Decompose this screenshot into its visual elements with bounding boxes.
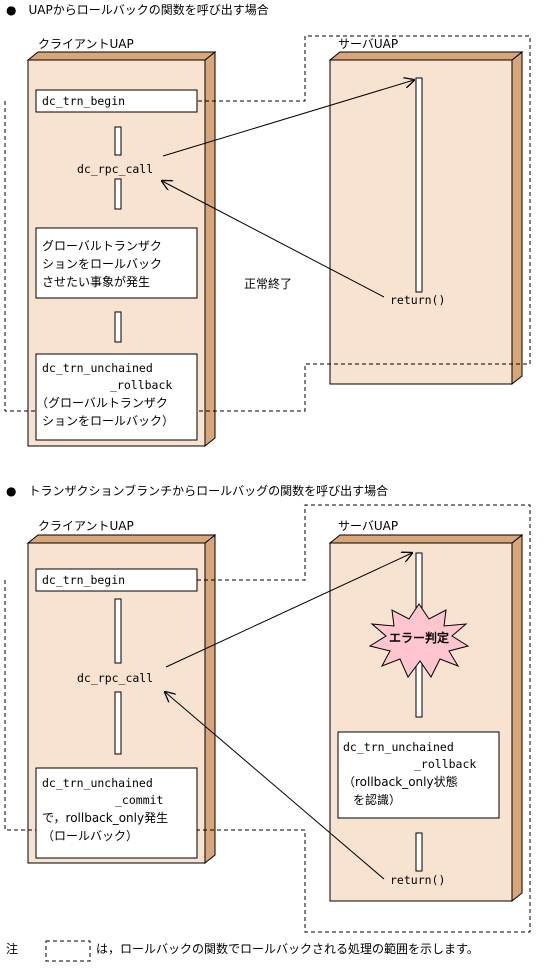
section1-normal-end: 正常終了: [244, 276, 292, 291]
section2-heading: ● トランザクションブランチからロールバッグの関数を呼び出す場合: [6, 483, 388, 498]
client-column-top: [26, 534, 217, 544]
note-scope-sample: [45, 940, 91, 962]
section1-call-arrow: [162, 80, 414, 157]
note-label: 注: [6, 941, 18, 956]
section2-server-rollback-box: [337, 731, 500, 819]
section1-client-label: クライアントUAP: [38, 37, 134, 51]
section1-event-box: [35, 227, 198, 299]
section1-rpc-call: dc_rpc_call: [77, 162, 153, 176]
section1-rollback-box: [35, 353, 198, 441]
section2-error-label: エラー判定: [389, 630, 449, 645]
server-column-top: [328, 51, 524, 61]
section1-return: return(): [390, 293, 445, 307]
section1-server-label: サーバUAP: [338, 37, 398, 51]
section1-rollback-line-4: ションをロールバック）: [42, 414, 174, 428]
section2-commit-line-3: で，rollback_only発生: [42, 811, 168, 825]
section1-server-bar: [415, 77, 423, 293]
section1-server-column: サーバUAP: [328, 37, 524, 386]
section1-rollback-line-2: _rollback: [110, 378, 172, 392]
section2-server-rollback-line-3: （rollback_only状態: [343, 774, 458, 789]
section2-server-bar-2: [415, 832, 423, 872]
section2-begin-label: dc_trn_begin: [42, 573, 125, 587]
client-column-top: [26, 51, 217, 61]
section2-rpc-call: dc_rpc_call: [77, 671, 153, 685]
section1-return-arrow: [162, 181, 385, 298]
section1-rollback-line-1: dc_trn_unchained: [42, 361, 153, 375]
section1-event-line-3: させたい事象が発生: [42, 274, 150, 289]
section1-event-line-2: ションをロールバック: [42, 257, 162, 271]
section1-rollback-line-3: （グローバルトランザク: [36, 396, 168, 410]
section1-event-line-1: グローバルトランザク: [42, 239, 162, 253]
section1-client-bar-3: [114, 311, 122, 343]
section2-commit-box: [35, 767, 198, 859]
section2-commit-line-2: _commit: [115, 793, 163, 807]
section2-server-rollback-line-1: dc_trn_unchained: [343, 740, 454, 754]
section2-server-rollback-line-2: _rollback: [414, 757, 476, 771]
error-burst-icon: [368, 603, 470, 678]
section2-client-bar-2: [114, 691, 122, 755]
section2-client-bar-1: [114, 598, 122, 664]
section2-commit-line-4: （ロールバック）: [42, 829, 138, 843]
section1-client-bar-2: [114, 178, 122, 210]
section2-call-arrow: [165, 553, 412, 668]
section1-begin-label: dc_trn_begin: [42, 94, 125, 108]
section1-heading: ● UAPからロールバックの関数を呼び出す場合: [6, 2, 269, 17]
section2-client-label: クライアントUAP: [38, 519, 134, 533]
client-column-side: [204, 50, 216, 448]
section1-begin-box: [35, 89, 198, 113]
section2-server-column: サーバUAP: [328, 519, 524, 903]
section2-return-arrow: [165, 692, 385, 880]
section1-client-bar-1: [114, 126, 122, 156]
section2-server-label: サーバUAP: [338, 519, 398, 533]
section2-begin-box: [35, 568, 198, 592]
server-column-top: [328, 534, 524, 544]
section2-server-rollback-line-4: を認識）: [353, 792, 401, 807]
section2-commit-line-1: dc_trn_unchained: [42, 776, 153, 790]
client-column-side: [204, 533, 216, 865]
note-text: は，ロールバックの関数でロールバックされる処理の範囲を示します。: [96, 941, 479, 956]
section2-return: return(): [390, 873, 445, 887]
server-column-side: [511, 50, 523, 386]
server-column-side: [511, 533, 523, 903]
